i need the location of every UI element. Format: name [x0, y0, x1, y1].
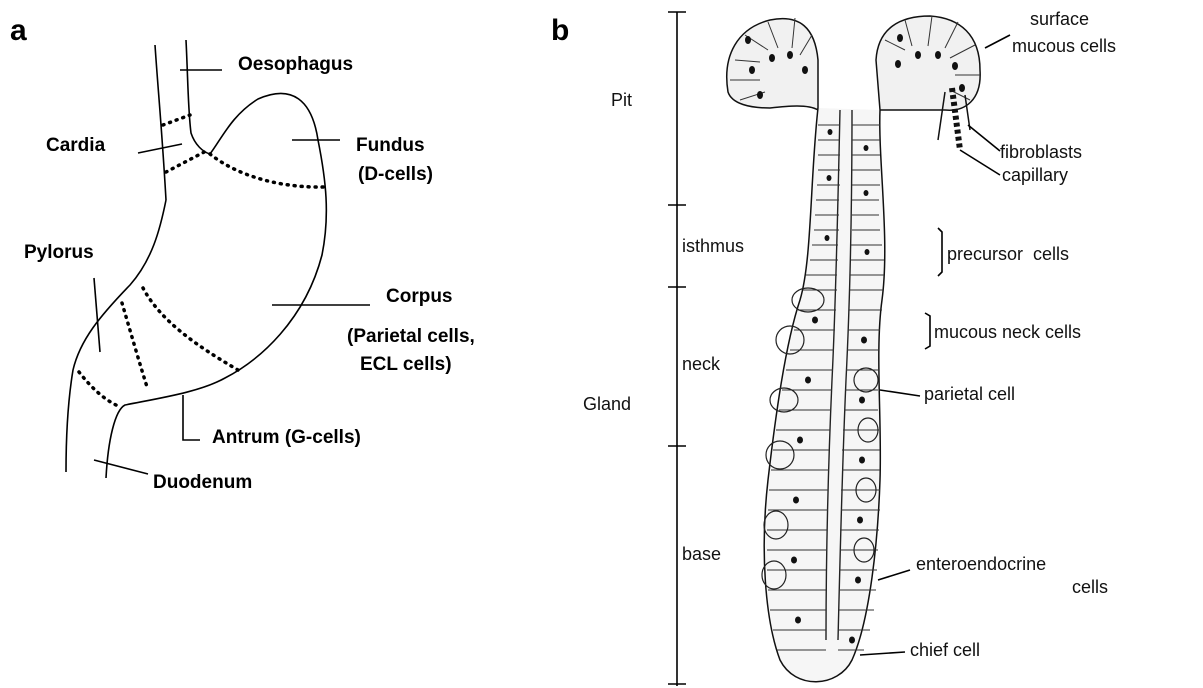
pylorus-duodenum-boundary — [79, 372, 116, 405]
label-entero-2: cells — [1072, 577, 1108, 597]
stomach-outline — [66, 40, 326, 478]
panel-b: b Pit isthmus neck Gland base — [551, 9, 1116, 686]
label-cardia: Cardia — [46, 135, 106, 156]
label-fundus: Fundus — [356, 135, 425, 156]
duodenum-leader — [94, 460, 148, 474]
fibroblasts-leader — [968, 125, 1000, 151]
label-chief: chief cell — [910, 640, 980, 660]
cardia-leader — [138, 144, 182, 153]
label-surface-2: mucous cells — [1012, 36, 1116, 56]
label-pylorus: Pylorus — [24, 242, 94, 263]
label-corpus-cells-1: (Parietal cells, — [347, 326, 475, 347]
surface-leader — [985, 35, 1010, 48]
region-labels: Pit isthmus neck Gland base — [583, 90, 744, 564]
region-scale-bar — [668, 12, 686, 686]
gastric-gland-illustration — [727, 16, 980, 682]
oesophagus-left-wall — [155, 45, 166, 200]
antrum-leader — [183, 395, 200, 440]
region-base: base — [682, 544, 721, 564]
panel-a: a Oesophagus — [10, 14, 475, 493]
precursor-bracket — [938, 228, 942, 276]
antrum-pylorus-boundary — [122, 303, 148, 390]
greater-curvature — [106, 93, 326, 478]
leader-lines — [94, 70, 370, 474]
entero-leader — [878, 570, 910, 580]
label-fundus-cells: (D-cells) — [358, 164, 433, 185]
panel-a-labels: Oesophagus Cardia Fundus (D-cells) Pylor… — [24, 54, 475, 493]
label-corpus: Corpus — [386, 286, 453, 307]
oesophagus-right-wall — [186, 40, 210, 154]
label-mucous-neck: mucous neck cells — [934, 322, 1081, 342]
panel-b-letter: b — [551, 14, 569, 47]
chief-leader — [860, 652, 905, 655]
cardia-upper-boundary — [163, 115, 190, 125]
label-oesophagus: Oesophagus — [238, 54, 353, 75]
label-surface-1: surface — [1030, 9, 1089, 29]
parietal-leader — [880, 390, 920, 396]
label-duodenum: Duodenum — [153, 472, 252, 493]
region-pit: Pit — [611, 90, 632, 110]
label-corpus-cells-2: ECL cells) — [360, 354, 452, 375]
label-precursor: precursor cells — [947, 244, 1069, 264]
pylorus-leader — [94, 278, 100, 352]
label-parietal: parietal cell — [924, 384, 1015, 404]
mucous-neck-bracket — [925, 313, 930, 349]
lesser-curvature — [66, 200, 166, 472]
region-gland: Gland — [583, 394, 631, 414]
region-boundaries — [79, 115, 324, 405]
label-fibroblasts: fibroblasts — [1000, 142, 1082, 162]
fundus-boundary — [210, 154, 324, 187]
label-entero-1: enteroendocrine — [916, 554, 1046, 574]
region-neck: neck — [682, 354, 721, 374]
label-capillary: capillary — [1002, 165, 1068, 185]
cardia-lower-boundary — [166, 150, 208, 172]
capillary-leader — [960, 150, 1000, 175]
panel-a-letter: a — [10, 14, 27, 47]
corpus-antrum-boundary — [143, 288, 238, 370]
region-isthmus: isthmus — [682, 236, 744, 256]
label-antrum: Antrum (G-cells) — [212, 427, 361, 448]
